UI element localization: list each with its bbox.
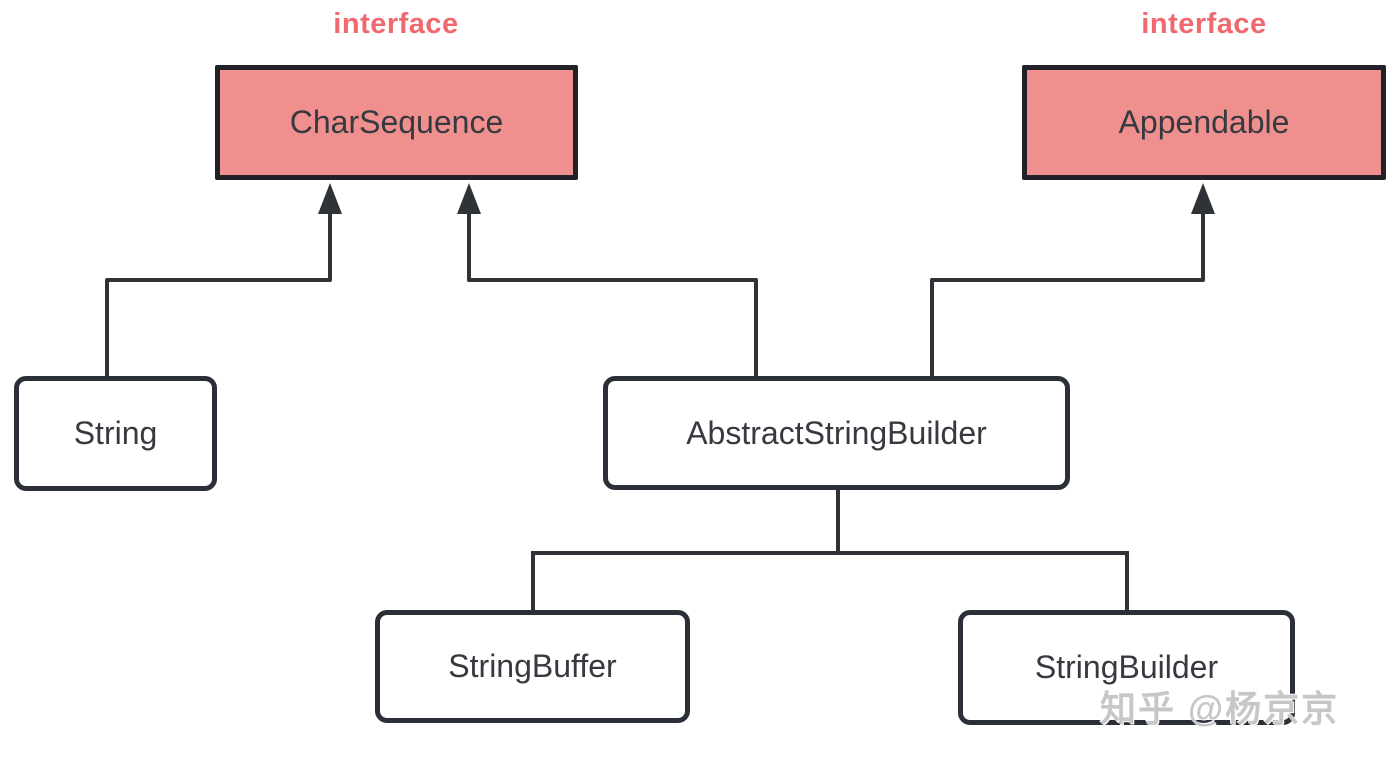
node-charsequence: CharSequence bbox=[215, 65, 578, 180]
edge-string-to-charsequence bbox=[105, 183, 342, 377]
arrowhead-icon bbox=[457, 183, 481, 214]
arrowhead-icon bbox=[318, 183, 342, 214]
node-appendable: Appendable bbox=[1022, 65, 1386, 180]
node-string-builder: StringBuilder bbox=[958, 610, 1295, 725]
node-abstract-string-builder: AbstractStringBuilder bbox=[603, 376, 1070, 490]
node-string: String bbox=[14, 376, 217, 491]
interface-label-appendable: interface bbox=[1141, 8, 1267, 40]
arrowhead-icon bbox=[1191, 183, 1215, 214]
edge-asb-to-children bbox=[531, 489, 1129, 612]
edge-asb-to-appendable bbox=[930, 183, 1215, 377]
edge-asb-to-charsequence bbox=[457, 183, 758, 377]
zhihu-watermark: 知乎 @杨京京 bbox=[1100, 688, 1340, 729]
interface-label-charsequence: interface bbox=[333, 8, 459, 40]
node-string-buffer: StringBuffer bbox=[375, 610, 690, 723]
